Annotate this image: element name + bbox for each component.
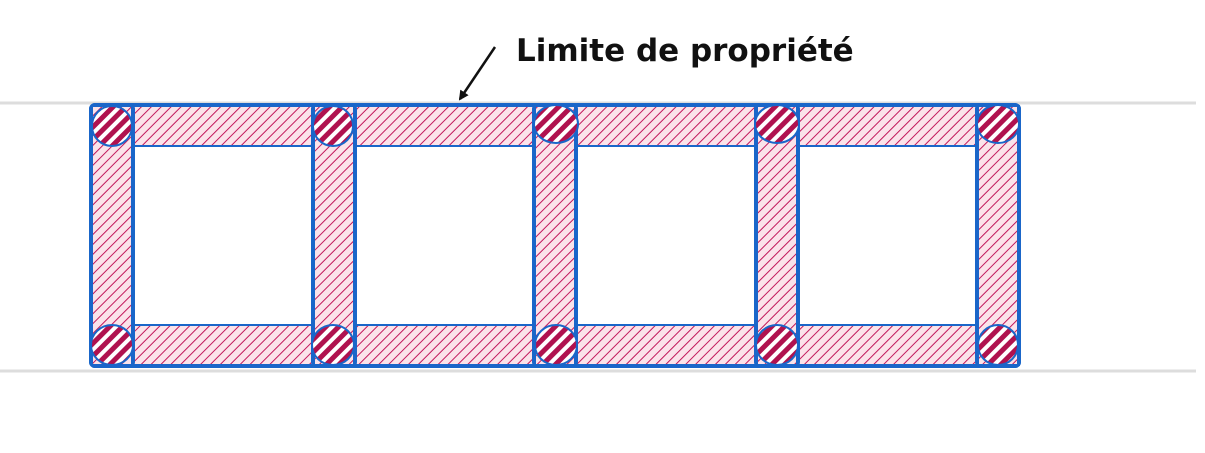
pile-top-1 [91,105,133,147]
grade-beam-post-1 [91,105,133,366]
property-limit-label: Limite de propriété [516,33,854,69]
pile-bottom-5 [977,324,1019,366]
pile-top-3 [533,104,579,144]
pile-bottom-2 [311,324,355,366]
annotation-arrow [458,46,497,101]
pile-bottom-4 [755,324,799,366]
pile-bottom-3 [534,324,578,366]
pile-top-5 [976,104,1020,144]
pile-top-2 [312,105,354,147]
grade-beam-post-2 [313,105,355,366]
grade-beam-post-4 [756,105,798,366]
pile-top-4 [754,104,800,144]
outer-frame [89,103,1021,368]
pile-bottom-1 [90,324,134,366]
grade-beam-post-5 [977,105,1019,366]
